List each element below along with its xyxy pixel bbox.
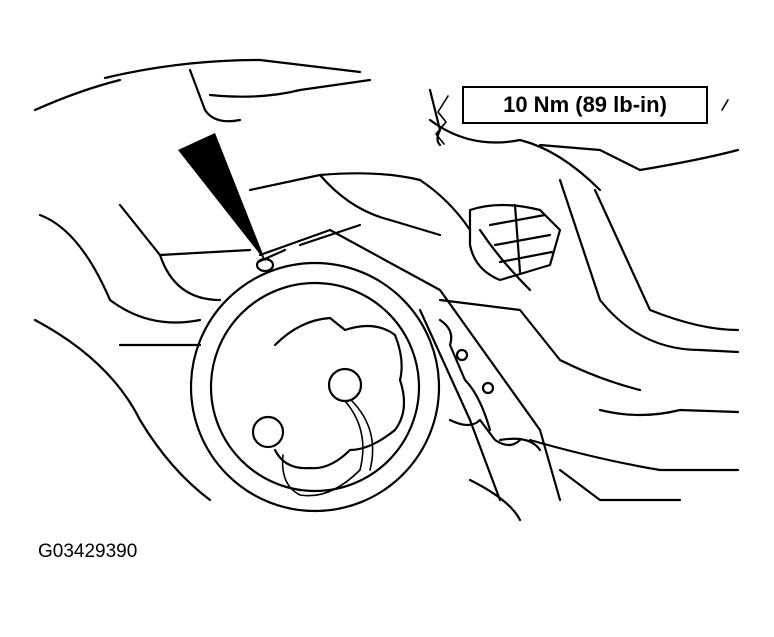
engine-outline [33, 58, 740, 522]
torque-leader-right [721, 99, 729, 111]
bolt [255, 248, 287, 273]
callout-arrow [178, 133, 266, 262]
torque-specification-label: 10 Nm (89 lb-in) [462, 86, 708, 124]
hose-clamp [468, 203, 562, 282]
mounting-bracket [258, 223, 562, 502]
torque-leader [435, 95, 449, 145]
figure-identifier: G03429390 [38, 541, 138, 562]
pulley-assembly [189, 261, 441, 513]
